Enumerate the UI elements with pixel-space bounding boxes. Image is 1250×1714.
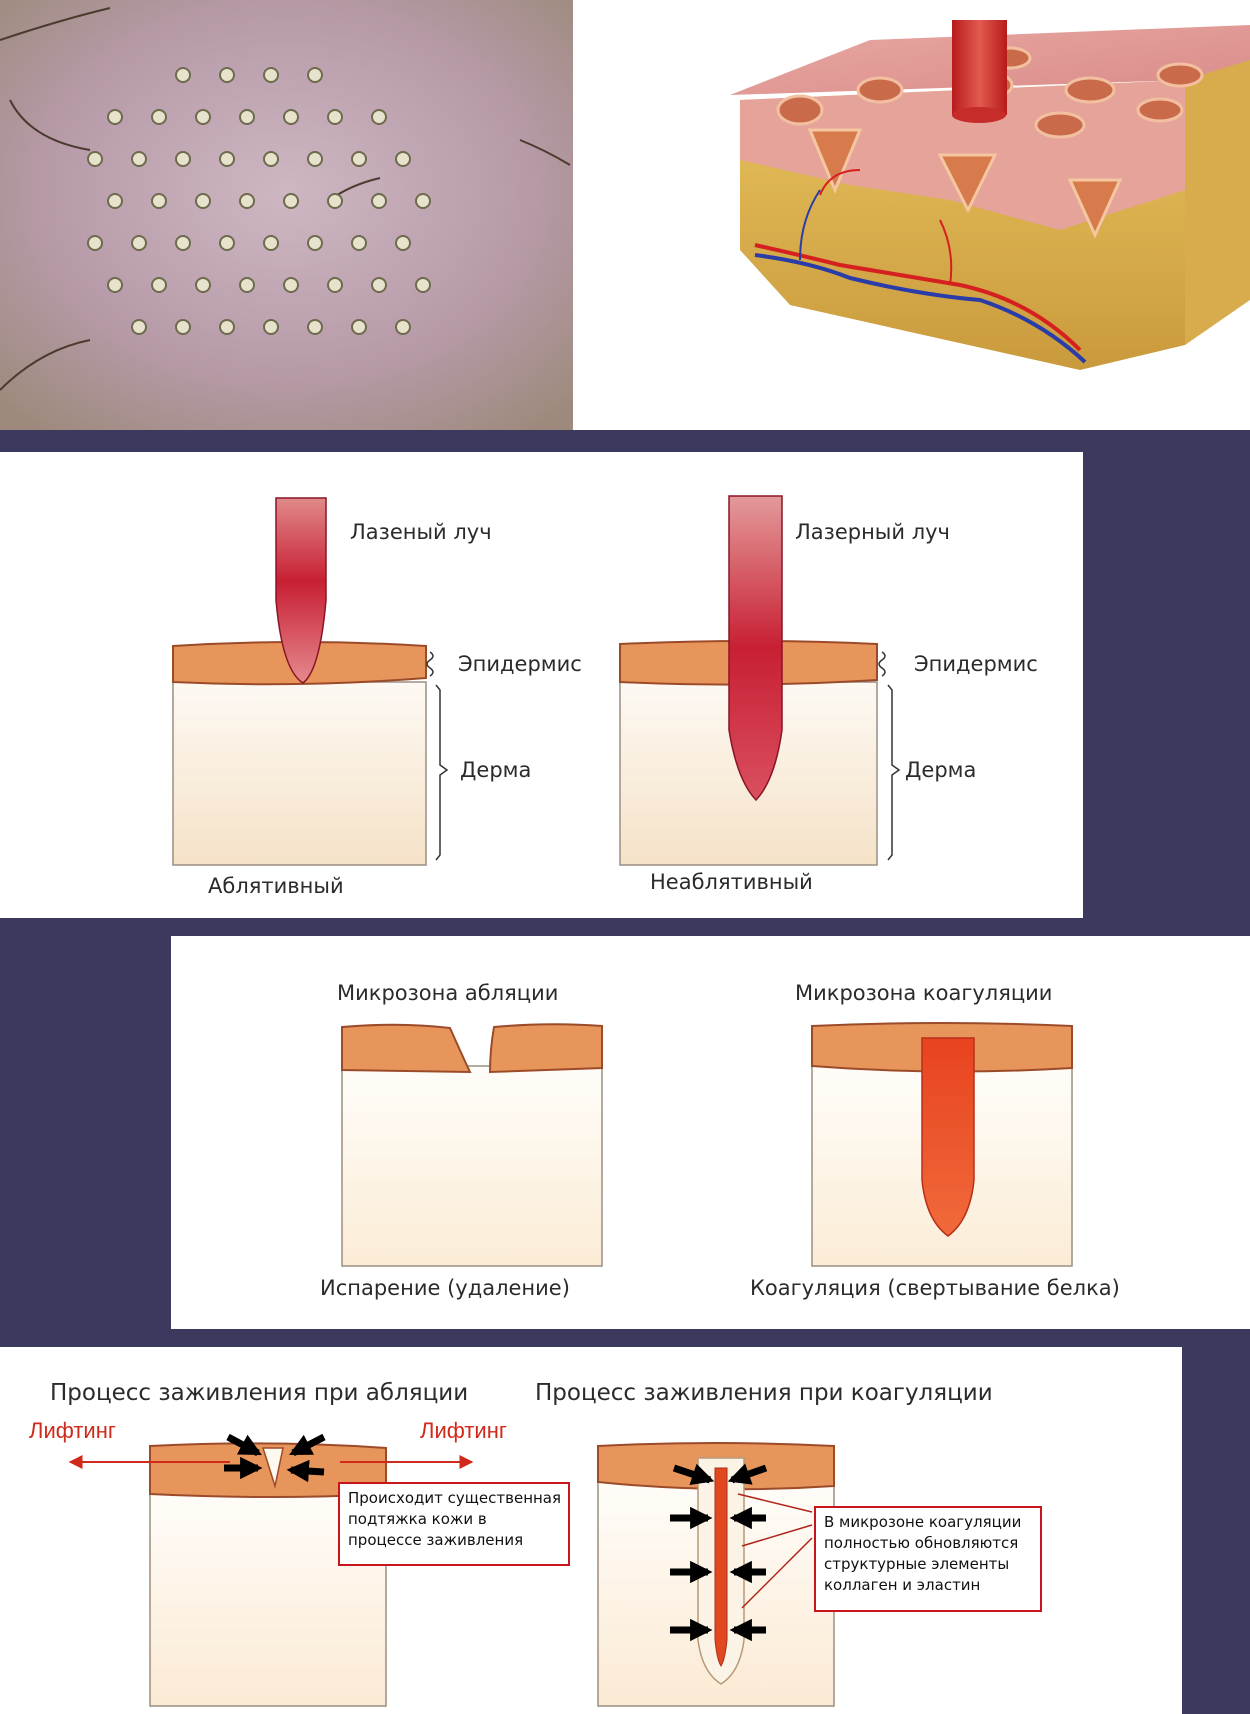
laser-spot [415, 277, 431, 293]
laser-spot [107, 109, 123, 125]
laser-spot [239, 193, 255, 209]
laser-spot [239, 109, 255, 125]
laser-spot [327, 109, 343, 125]
ablation-channel [488, 1023, 603, 1074]
laser-spot [415, 193, 431, 209]
dermis-label-right: Дерма [905, 758, 977, 782]
laser-spot [239, 277, 255, 293]
laser-spot [283, 109, 299, 125]
caption-nonablative: Неаблятивный [650, 870, 813, 894]
beam-label-left: Лазеный луч [350, 520, 492, 544]
note-coagulation-healing: В микрозоне коагуляции полностью обновля… [814, 1506, 1042, 1612]
laser-spot [327, 193, 343, 209]
ablation-healing-block [68, 1433, 474, 1707]
laser-spot [395, 235, 411, 251]
laser-spot [219, 151, 235, 167]
ablative-laser-beam [275, 497, 327, 684]
lifting-label-right: Лифтинг [420, 1418, 507, 1443]
laser-spot [175, 151, 191, 167]
epidermis-label-right: Эпидермис [914, 652, 1038, 676]
laser-spot [263, 151, 279, 167]
laser-spot [151, 193, 167, 209]
laser-spot [283, 277, 299, 293]
ablation-microzone-block [341, 1023, 603, 1267]
laser-spot [351, 151, 367, 167]
coagulation-zone [921, 1037, 975, 1237]
laser-spot [175, 235, 191, 251]
laser-spot [263, 319, 279, 335]
skin-3d-cross-section-illustration [573, 0, 1250, 430]
title-coagulation-microzone: Микрозона коагуляции [795, 981, 1053, 1005]
caption-coagulation: Коагуляция (свертывание белка) [750, 1276, 1120, 1300]
laser-spot [395, 151, 411, 167]
coagulation-microzone-block [811, 1022, 1073, 1267]
laser-spot [307, 235, 323, 251]
skin-dermoscopy-photo [0, 0, 573, 430]
laser-spot [307, 67, 323, 83]
nonablative-skin-block [619, 495, 901, 866]
laser-spot [371, 193, 387, 209]
laser-spot [175, 67, 191, 83]
laser-spot [263, 235, 279, 251]
laser-spot [107, 193, 123, 209]
title-ablation-microzone: Микрозона абляции [337, 981, 559, 1005]
epidermis-label-left: Эпидермис [458, 652, 582, 676]
laser-spot [195, 277, 211, 293]
title-healing-coagulation: Процесс заживления при коагуляции [535, 1380, 993, 1406]
laser-spot [151, 109, 167, 125]
nonablative-laser-beam [728, 495, 783, 802]
ablative-skin-block [172, 497, 449, 866]
laser-spot [283, 193, 299, 209]
beam-label-right: Лазерный луч [795, 520, 950, 544]
laser-spot [107, 277, 123, 293]
laser-spot [87, 151, 103, 167]
laser-spot [351, 235, 367, 251]
laser-spot [307, 151, 323, 167]
laser-spot [219, 67, 235, 83]
laser-spot [371, 277, 387, 293]
laser-spot [175, 319, 191, 335]
laser-spot [195, 109, 211, 125]
laser-spot [151, 277, 167, 293]
laser-spot [371, 109, 387, 125]
lifting-label-left: Лифтинг [29, 1418, 116, 1443]
title-healing-ablation: Процесс заживления при абляции [50, 1380, 469, 1406]
note-ablation-healing: Происходит существенная подтяжка кожи в … [338, 1482, 570, 1566]
laser-spot [351, 319, 367, 335]
caption-vaporization: Испарение (удаление) [320, 1276, 570, 1300]
laser-spot [131, 319, 147, 335]
laser-spot [131, 235, 147, 251]
laser-spot [131, 151, 147, 167]
caption-ablative: Аблятивный [208, 874, 344, 898]
laser-spot [219, 235, 235, 251]
coagulation-healing-block [597, 1442, 835, 1707]
laser-spot [219, 319, 235, 335]
laser-spot [307, 319, 323, 335]
laser-spot [87, 235, 103, 251]
laser-spot [263, 67, 279, 83]
laser-spot [327, 277, 343, 293]
laser-spot [195, 193, 211, 209]
laser-spot [395, 319, 411, 335]
dermis-label-left: Дерма [460, 758, 532, 782]
